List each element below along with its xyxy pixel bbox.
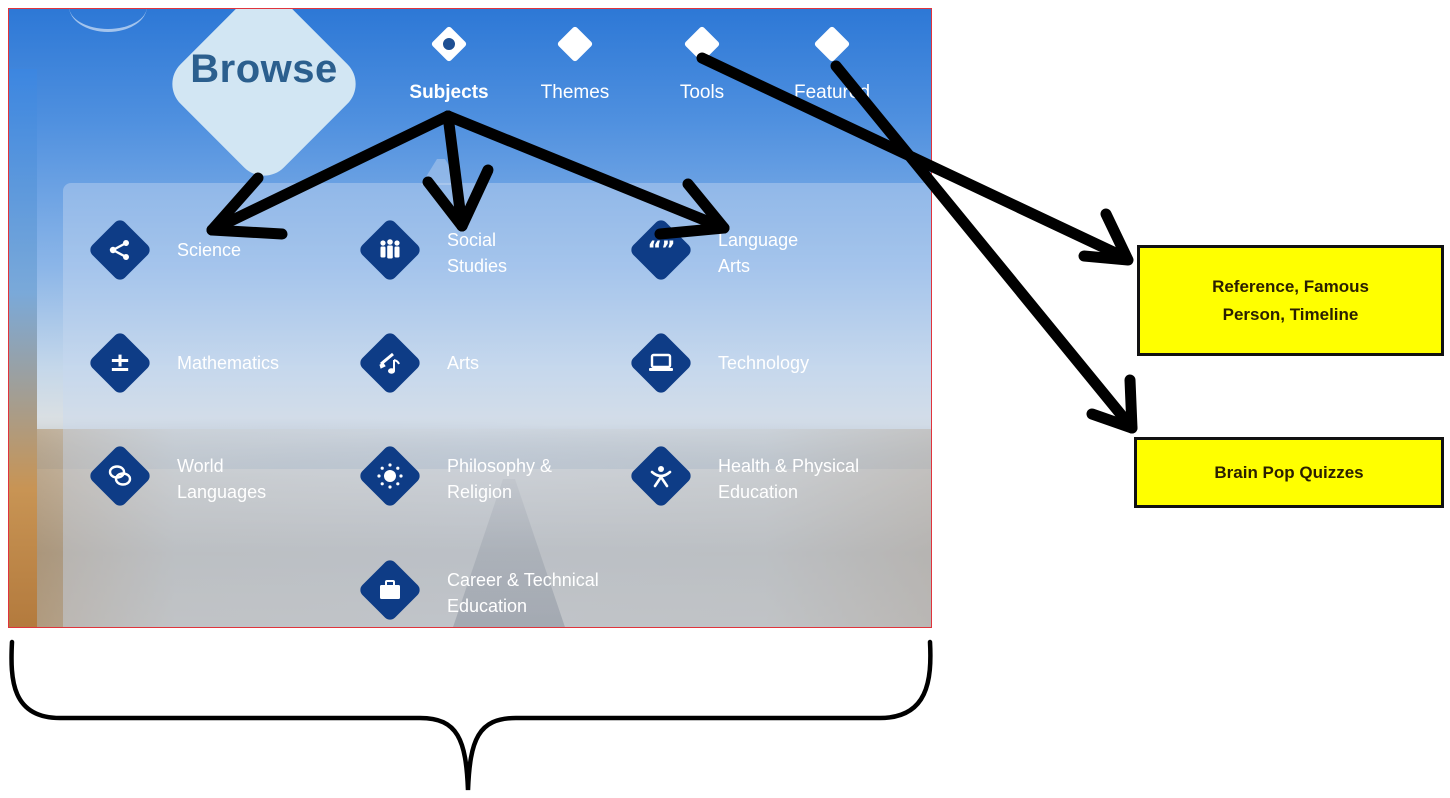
browse-badge: Browse bbox=[160, 9, 368, 188]
arrowhead-reference-callout bbox=[1078, 208, 1134, 266]
subject-philosophy-religion-label: Philosophy & Religion bbox=[447, 456, 553, 502]
tab-subjects[interactable]: Subjects bbox=[389, 23, 509, 104]
brace-bracket bbox=[9, 639, 933, 791]
subject-arts[interactable]: Arts bbox=[357, 330, 627, 404]
tab-themes[interactable]: Themes bbox=[515, 23, 635, 104]
subject-mathematics[interactable]: ± Mathematics bbox=[87, 330, 357, 404]
tab-tools-label: Tools bbox=[679, 82, 725, 103]
browse-label: Browse bbox=[190, 47, 338, 91]
callout-featured: Brain Pop Quizzes bbox=[1134, 437, 1444, 508]
subject-social-studies[interactable]: Social Studies bbox=[357, 217, 627, 291]
callout-tools: Reference, Famous Person, Timeline bbox=[1137, 245, 1444, 356]
subject-mathematics-label: Mathematics bbox=[177, 353, 280, 373]
left-edge-strip bbox=[9, 69, 37, 627]
browse-diamond bbox=[160, 9, 368, 188]
subject-technology-label: Technology bbox=[718, 353, 810, 373]
subject-science[interactable]: Science bbox=[87, 217, 357, 291]
subject-arts-label: Arts bbox=[447, 353, 480, 373]
tab-themes-label: Themes bbox=[540, 82, 610, 103]
tab-subjects-label: Subjects bbox=[409, 82, 489, 103]
themes-diamond-icon bbox=[556, 25, 594, 63]
tab-tools[interactable]: Tools bbox=[642, 23, 762, 104]
subject-technology[interactable]: Technology bbox=[628, 330, 898, 404]
top-left-arc bbox=[69, 9, 147, 32]
subject-world-languages[interactable]: World Languages bbox=[87, 443, 357, 517]
tools-diamond-icon bbox=[683, 25, 721, 63]
arrowhead-brainpop-callout bbox=[1086, 374, 1138, 434]
subject-career-technical-education-label: Career & Technical Education bbox=[447, 570, 599, 616]
subject-philosophy-religion[interactable]: Philosophy & Religion bbox=[357, 443, 627, 517]
subject-language-arts[interactable]: “” Language Arts bbox=[628, 217, 898, 291]
tab-pointer bbox=[421, 159, 461, 185]
subject-world-languages-label: World Languages bbox=[177, 456, 267, 502]
subject-social-studies-label: Social Studies bbox=[447, 230, 508, 276]
subject-career-technical-education[interactable]: Career & Technical Education bbox=[357, 557, 627, 627]
tab-featured[interactable]: Featured bbox=[772, 23, 892, 104]
tab-featured-label: Featured bbox=[793, 82, 871, 103]
subjects-diamond-icon bbox=[430, 25, 468, 63]
subject-language-arts-label: Language Arts bbox=[718, 230, 799, 276]
subject-science-label: Science bbox=[177, 240, 242, 260]
browse-screenshot: Browse Subjects Themes Tools Featured Sc… bbox=[8, 8, 932, 628]
featured-diamond-icon bbox=[813, 25, 851, 63]
subject-health-physical-education[interactable]: Health & Physical Education bbox=[628, 443, 898, 517]
subject-health-physical-education-label: Health & Physical Education bbox=[718, 456, 860, 502]
